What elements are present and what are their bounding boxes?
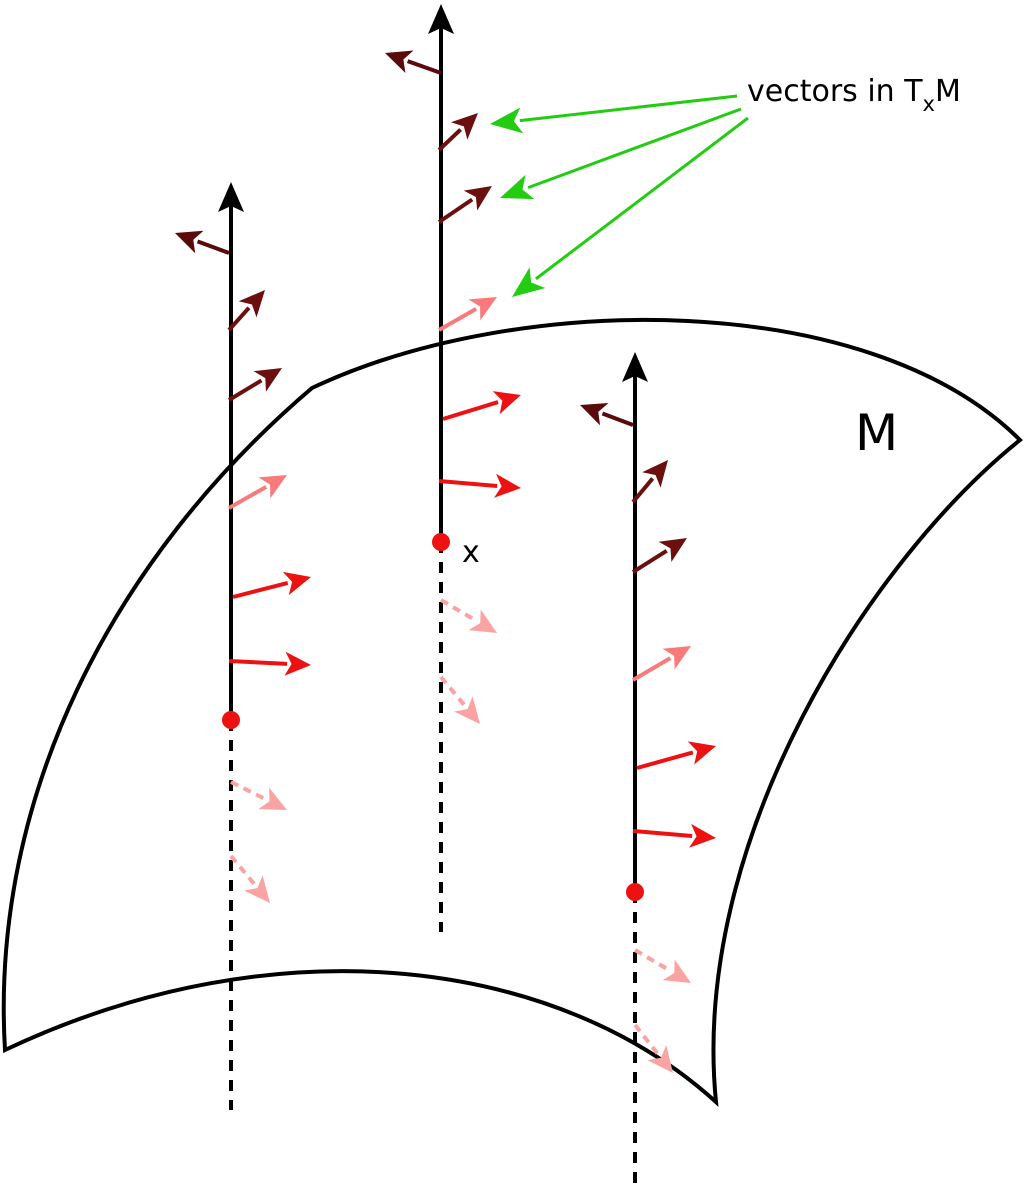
- vector-shaft: [228, 659, 288, 666]
- vector-shaft: [631, 656, 672, 682]
- vector-pink: [228, 475, 287, 510]
- vector-head-icon: [282, 571, 311, 596]
- annotation-suffix: M: [935, 74, 961, 109]
- vector-dark: [175, 230, 230, 255]
- vector-dark: [385, 50, 442, 75]
- vector-faded-dashed: [633, 948, 691, 983]
- annotation-pointer: [500, 107, 742, 200]
- up-arrow-head-icon: [218, 182, 244, 212]
- vector-shaft: [437, 197, 474, 224]
- vector-shaft: [519, 94, 738, 123]
- vector-head-icon: [244, 875, 270, 903]
- vector-head-icon: [689, 823, 716, 848]
- vector-head-icon: [468, 609, 497, 633]
- vector-shaft: [636, 750, 694, 770]
- vector-dark: [631, 538, 687, 574]
- vector-shaft: [439, 598, 478, 623]
- vector-head-icon: [468, 297, 497, 321]
- vector-dark: [437, 186, 492, 224]
- vector-head-icon: [385, 50, 414, 74]
- vector-dark: [227, 368, 282, 402]
- vector-faded-dashed: [633, 1023, 673, 1073]
- vector-head-icon: [500, 174, 535, 200]
- vector-head-icon: [642, 460, 668, 488]
- vector-head-icon: [258, 475, 287, 499]
- vector-shaft: [196, 239, 230, 255]
- vector-shaft: [439, 675, 467, 707]
- vector-red: [636, 741, 716, 770]
- vector-shaft: [601, 411, 634, 427]
- vector-head-icon: [662, 959, 691, 983]
- up-arrow-head-icon: [428, 4, 454, 34]
- vector-head-icon: [494, 473, 521, 498]
- vector-red: [438, 473, 521, 498]
- vector-shaft: [633, 1023, 660, 1056]
- vector-shaft: [534, 116, 749, 281]
- vector-shaft: [230, 780, 267, 802]
- vector-shaft: [232, 581, 289, 599]
- vector-red: [232, 571, 311, 599]
- vector-red: [632, 823, 716, 848]
- vector-faded-dashed: [230, 780, 287, 810]
- vector-head-icon: [647, 1045, 673, 1073]
- vector-head-icon: [284, 651, 311, 676]
- vector-shaft: [438, 479, 498, 488]
- up-arrow-head-icon: [622, 352, 648, 382]
- vector-head-icon: [658, 538, 687, 563]
- base-point-group: [222, 533, 644, 901]
- annotation-prefix: vectors in T: [747, 74, 923, 109]
- vector-head-icon: [662, 646, 691, 670]
- vector-shaft: [442, 400, 499, 421]
- vector-head-icon: [253, 368, 282, 392]
- base-point: [222, 711, 240, 729]
- vector-dark: [580, 402, 634, 427]
- annotation-pointer-group: [490, 94, 749, 297]
- vector-head-icon: [687, 741, 716, 765]
- vector-pink: [631, 646, 691, 682]
- manifold-label: M: [855, 404, 898, 462]
- vector-shaft: [437, 128, 462, 152]
- vector-shaft: [227, 306, 251, 332]
- fiber-group: [218, 4, 648, 1184]
- vector-head-icon: [454, 696, 480, 724]
- vector-shaft: [631, 549, 668, 574]
- vector-faded-dashed: [439, 598, 497, 633]
- vector-shaft: [227, 378, 263, 402]
- vector-dark: [437, 113, 478, 152]
- base-point: [626, 883, 644, 901]
- vector-head-icon: [492, 391, 521, 415]
- base-point-x: [432, 533, 450, 551]
- vector-faded-dashed: [439, 675, 480, 724]
- vector-red: [228, 651, 311, 676]
- vector-shaft: [228, 485, 268, 510]
- point-label: x: [462, 535, 480, 570]
- vector-shaft: [632, 829, 693, 838]
- vector-group: [175, 50, 716, 1073]
- vector-shaft: [406, 59, 442, 75]
- annotation-label: vectors in TxM: [747, 74, 961, 116]
- vector-head-icon: [580, 402, 609, 426]
- vector-faded-dashed: [229, 854, 270, 903]
- vector-head-icon: [490, 107, 524, 134]
- vector-head-icon: [175, 230, 204, 254]
- vector-head-icon: [258, 787, 287, 810]
- annotation-pointer: [512, 116, 749, 297]
- vector-shaft: [633, 948, 672, 973]
- vector-shaft: [229, 854, 257, 886]
- vector-pink: [438, 297, 497, 332]
- vector-dark: [631, 460, 668, 504]
- vector-shaft: [438, 307, 478, 332]
- vector-dark: [227, 290, 265, 332]
- vector-shaft: [527, 107, 742, 190]
- manifold-surface: [1, 317, 1023, 1107]
- annotation-subscript: x: [923, 92, 935, 116]
- vector-head-icon: [463, 186, 492, 211]
- vector-head-icon: [450, 113, 478, 140]
- vector-head-icon: [238, 290, 265, 318]
- vector-head-icon: [512, 267, 546, 297]
- vector-red: [442, 391, 521, 421]
- annotation-pointer: [490, 94, 738, 134]
- vector-shaft: [631, 477, 655, 504]
